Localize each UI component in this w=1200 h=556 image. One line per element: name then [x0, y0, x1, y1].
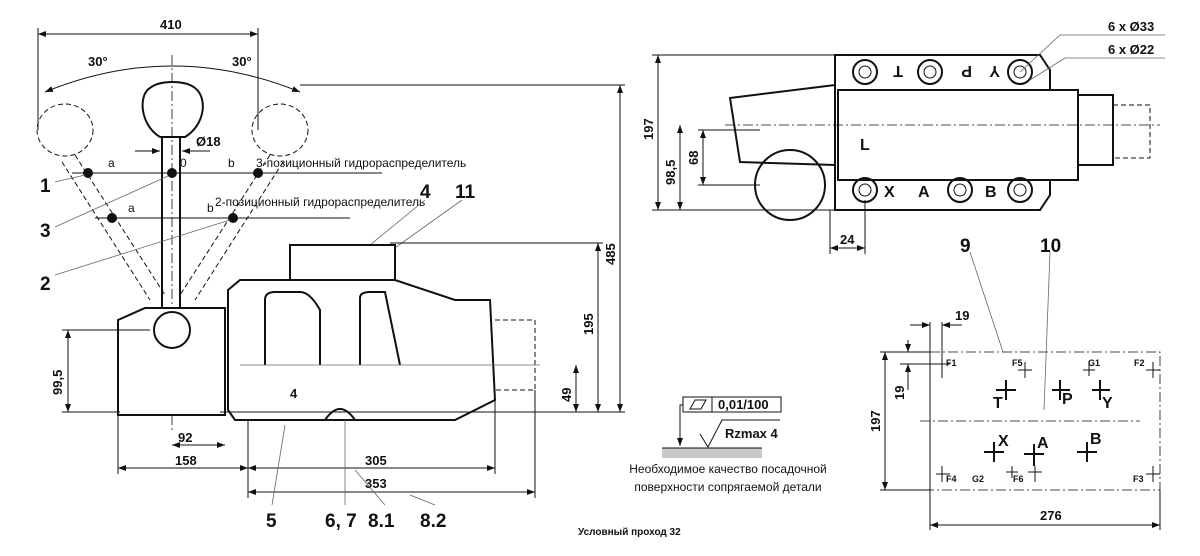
pos3-a: a — [108, 156, 115, 170]
surface-caption-2: поверхности сопрягаемой детали — [634, 480, 821, 494]
dim-99-5: 99,5 — [50, 370, 65, 395]
top-port-y: Y — [989, 62, 1000, 79]
flatness-value: 0,01/100 — [718, 397, 769, 412]
top-port-x: X — [884, 184, 895, 201]
dim-353: 353 — [365, 476, 387, 491]
mount-dim-276: 276 — [1040, 508, 1062, 523]
callout-10: 10 — [1040, 236, 1061, 257]
callout-1: 1 — [40, 176, 51, 197]
actuator-housing — [117, 307, 226, 416]
callout-4: 4 — [420, 182, 431, 203]
dim-49: 49 — [559, 388, 574, 402]
dim-4: 4 — [290, 386, 298, 401]
fix-g2: G2 — [972, 474, 984, 484]
top-view: 6 x Ø33 6 x Ø22 T P Y L X A B 197 98,5 6… — [641, 19, 1165, 254]
dim-195: 195 — [581, 313, 596, 335]
top-port-b: B — [985, 184, 997, 201]
top-dim-98-5: 98,5 — [663, 160, 678, 185]
holes-large: 6 x Ø33 — [1108, 19, 1154, 34]
fix-f5: F5 — [1012, 358, 1023, 368]
top-dim-68: 68 — [686, 151, 701, 165]
flatness-icon — [689, 399, 707, 410]
fix-g1: G1 — [1088, 358, 1100, 368]
pos3-0: 0 — [180, 156, 187, 170]
mount-port-x: X — [998, 433, 1009, 450]
angle-left: 30° — [88, 54, 108, 69]
fix-f1: F1 — [946, 358, 957, 368]
callout-2: 2 — [40, 274, 51, 295]
top-port-l: L — [860, 137, 870, 154]
holes-small: 6 x Ø22 — [1108, 42, 1154, 57]
top-dim-24: 24 — [840, 232, 855, 247]
dim-158: 158 — [175, 453, 197, 468]
callout-5: 5 — [266, 511, 277, 532]
surface-requirement: 0,01/100 Rzmax 4 Необходимое качество по… — [629, 396, 827, 494]
dim-410: 410 — [160, 17, 182, 32]
angle-right: 30° — [232, 54, 252, 69]
dim-92: 92 — [178, 430, 192, 445]
top-port-a: A — [918, 184, 930, 201]
callout-8-2: 8.2 — [420, 511, 446, 532]
dim-485: 485 — [603, 243, 618, 265]
fix-f2: F2 — [1134, 358, 1145, 368]
fix-f6: F6 — [1013, 474, 1024, 484]
pos3-b: b — [228, 156, 235, 170]
surface-caption-1: Необходимое качество посадочной — [629, 462, 827, 476]
dim-305: 305 — [365, 453, 387, 468]
mounting-pattern: 9 10 19 19 197 276 F1 F5 G1 F2 F4 G2 F6 … — [868, 236, 1161, 530]
lever-knob — [141, 81, 204, 138]
mount-port-p: P — [1062, 391, 1073, 408]
fix-f3: F3 — [1133, 474, 1144, 484]
dim-lever-dia: Ø18 — [196, 134, 221, 149]
top-dim-197: 197 — [641, 118, 656, 140]
pos2-b: b — [207, 201, 214, 215]
mount-port-y: Y — [1102, 395, 1113, 412]
cover — [289, 244, 396, 281]
mount-port-t: T — [993, 395, 1003, 412]
mount-port-b: B — [1090, 431, 1102, 448]
top-holes — [852, 59, 1033, 203]
valve-body — [227, 279, 497, 421]
mount-dim-197: 197 — [868, 410, 883, 432]
callout-3: 3 — [40, 221, 51, 242]
side-view: 410 30° 30° Ø18 a 0 b 3-позиционный гидр… — [36, 17, 625, 532]
top-port-p: P — [961, 62, 972, 79]
roughness-icon — [699, 419, 780, 449]
drawing-title: Условный проход 32 — [578, 527, 681, 538]
roughness-value: Rzmax 4 — [725, 426, 779, 441]
callout-11: 11 — [455, 182, 476, 203]
mount-dim-19-w: 19 — [955, 308, 969, 323]
mount-dim-19-h: 19 — [892, 386, 907, 400]
pos2-a: a — [128, 201, 135, 215]
callout-9: 9 — [960, 236, 971, 257]
lever-shaft — [161, 136, 181, 318]
fix-f4: F4 — [946, 474, 957, 484]
mount-port-a: A — [1037, 435, 1049, 452]
callout-6-7: 6, 7 — [325, 511, 357, 532]
pos3-label: 3-позиционный гидрораспределитель — [256, 156, 466, 170]
top-port-t: T — [893, 62, 903, 79]
pos2-label: 2-позиционный гидрораспределитель — [215, 195, 425, 209]
callout-8-1: 8.1 — [368, 511, 395, 532]
